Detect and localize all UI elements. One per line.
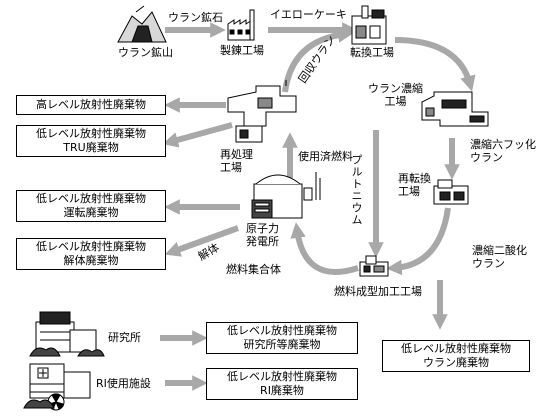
fuel-fabrication-icon xyxy=(359,255,389,277)
waste-box-ri: 低レベル放射性廃棄物 RI廃棄物 xyxy=(206,368,358,400)
uranium-mine-icon xyxy=(117,5,167,43)
label-enriched-uf6: 濃縮六フッ化 ウラン xyxy=(470,138,536,164)
label-fuel-assembly: 燃料集合体 xyxy=(226,263,281,276)
label-plutonium: プルトニウム xyxy=(350,154,363,226)
label-power-plant: 原子力 発電所 xyxy=(246,222,279,248)
label-reprocessing-plant: 再処理 工場 xyxy=(220,148,253,174)
waste-operational-line-2: 運転廃棄物 xyxy=(63,206,119,219)
research-institute-icon xyxy=(29,311,105,357)
waste-box-tru: 低レベル放射性廃棄物 TRU廃棄物 xyxy=(16,125,166,157)
label-fuel-fabrication: 燃料成型加工工場 xyxy=(334,285,422,298)
reprocessing-plant-icon xyxy=(227,80,297,143)
label-conversion-plant: 転換工場 xyxy=(350,46,394,59)
arrow-fabrication-to-power-plant xyxy=(290,222,359,275)
label-yellowcake: イエローケーキ xyxy=(270,8,347,21)
label-spent-fuel: 使用済燃料 xyxy=(298,150,353,163)
waste-uranium-line-1: 低レベル放射性廃棄物 xyxy=(401,342,511,355)
waste-tru-line-2: TRU廃棄物 xyxy=(63,141,119,154)
waste-decommissioning-line-1: 低レベル放射性廃棄物 xyxy=(36,240,146,253)
waste-tru-line-1: 低レベル放射性廃棄物 xyxy=(36,127,146,140)
arrow-conversion-to-enrichment xyxy=(394,37,476,92)
waste-ri-line-2: RI廃棄物 xyxy=(260,384,304,397)
label-refinery: 製錬工場 xyxy=(220,44,264,57)
waste-box-operational: 低レベル放射性廃棄物 運転廃棄物 xyxy=(16,190,166,222)
waste-operational-line-1: 低レベル放射性廃棄物 xyxy=(36,192,146,205)
waste-research-line-2: 研究所等廃棄物 xyxy=(243,338,321,351)
label-uranium-ore: ウラン鉱石 xyxy=(168,11,223,24)
refinery-icon xyxy=(227,9,255,41)
label-research-institute: 研究所 xyxy=(108,331,141,344)
waste-box-uranium: 低レベル放射性廃棄物 ウラン廃棄物 xyxy=(382,340,530,372)
arrow-to-decommissioning xyxy=(164,225,240,257)
label-reconversion-plant: 再転換 工場 xyxy=(398,172,431,198)
label-uranium-mine: ウラン鉱山 xyxy=(118,46,173,59)
waste-box-decommissioning: 低レベル放射性廃棄物 解体廃棄物 xyxy=(16,238,166,270)
conversion-plant-icon xyxy=(351,5,387,45)
ri-facility-icon xyxy=(23,363,91,411)
arrow-recovered-uranium xyxy=(282,27,354,93)
waste-hlw-line-1: 高レベル放射性廃棄物 xyxy=(36,98,146,111)
waste-uranium-line-2: ウラン廃棄物 xyxy=(423,356,489,369)
waste-ri-line-1: 低レベル放射性廃棄物 xyxy=(227,370,337,383)
arrow-to-tru xyxy=(162,122,233,148)
arrow-reconversion-to-fabrication xyxy=(386,207,451,276)
label-ri-facility: RI使用施設 xyxy=(96,377,151,390)
waste-box-hlw: 高レベル放射性廃棄物 xyxy=(16,95,166,115)
power-plant-icon xyxy=(251,172,321,219)
waste-decommissioning-line-2: 解体廃棄物 xyxy=(63,254,119,267)
waste-research-line-1: 低レベル放射性廃棄物 xyxy=(227,324,337,337)
reconversion-plant-icon xyxy=(433,179,469,205)
enrichment-plant-icon xyxy=(421,91,489,127)
label-enriched-uo2: 濃縮二酸化 ウラン xyxy=(472,244,527,270)
label-enrichment-plant: ウラン濃縮 工場 xyxy=(368,82,423,108)
waste-box-research: 低レベル放射性廃棄物 研究所等廃棄物 xyxy=(206,322,358,354)
